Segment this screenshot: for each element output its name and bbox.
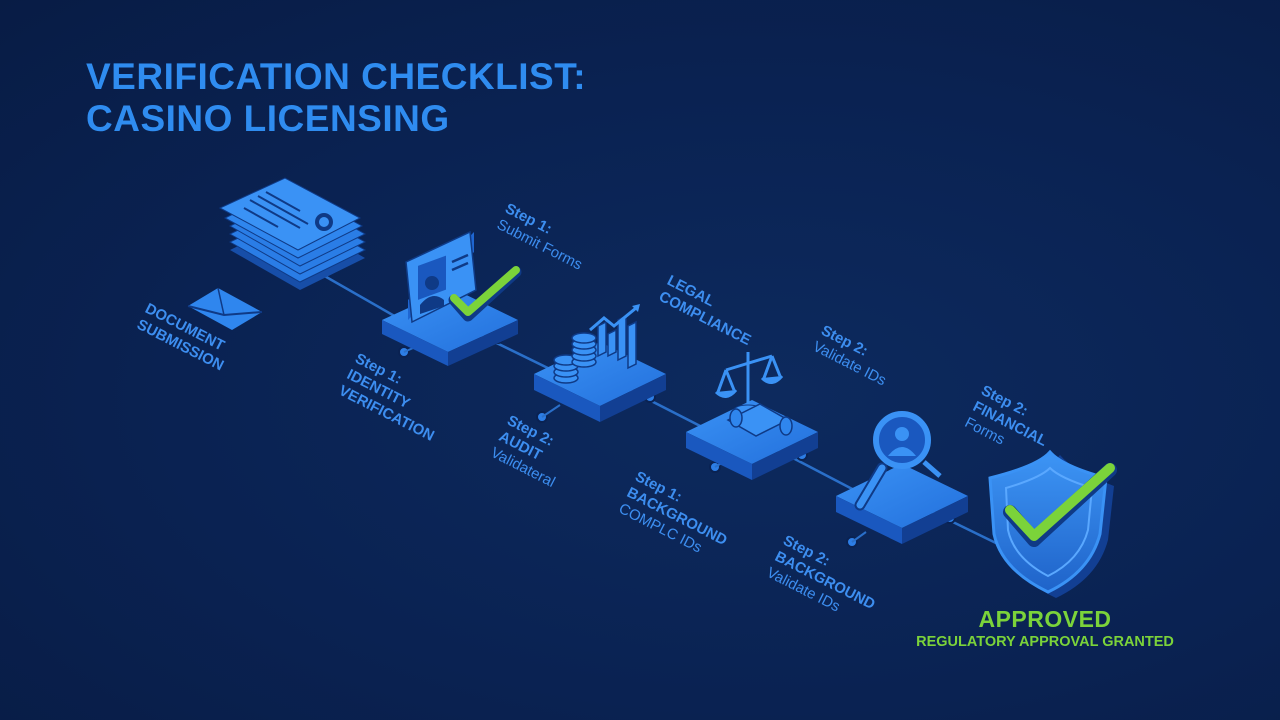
page-title: VERIFICATION CHECKLIST: CASINO LICENSING (86, 56, 586, 140)
document-stack-icon (218, 177, 367, 290)
scroll-icon (726, 403, 793, 437)
id-card-icon (405, 230, 477, 324)
shield-check-icon (988, 449, 1117, 598)
title-line-2: CASINO LICENSING (86, 98, 450, 139)
approved-subtitle: REGULATORY APPROVAL GRANTED (916, 634, 1174, 650)
approved-block: APPROVED REGULATORY APPROVAL GRANTED (896, 606, 1194, 652)
approved-title: APPROVED (978, 606, 1112, 632)
magnifier-person-icon (854, 411, 942, 511)
title-line-1: VERIFICATION CHECKLIST: (86, 56, 587, 97)
coins-chart-icon (553, 304, 640, 384)
envelope-icon (187, 287, 263, 330)
scales-icon (714, 352, 784, 416)
